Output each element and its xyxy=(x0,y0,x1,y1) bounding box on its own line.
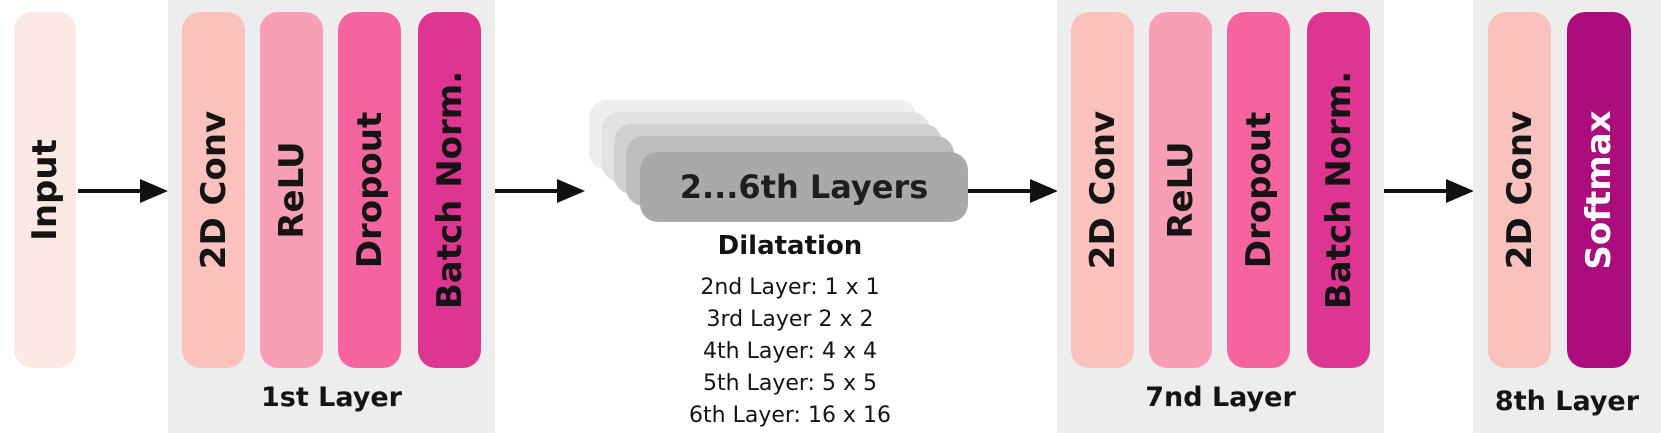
arrow-input-to-layer1 xyxy=(78,179,168,203)
layer1-conv-label: 2D Conv xyxy=(193,110,234,270)
layer7-relu-label: ReLU xyxy=(1160,141,1201,239)
middle-layers-title: 2...6th Layers xyxy=(679,168,929,206)
dilatation-line: 3rd Layer 2 x 2 xyxy=(706,307,874,332)
layer1-dropout-label: Dropout xyxy=(349,111,390,269)
layer1-batchnorm-block: Batch Norm. xyxy=(418,12,481,368)
layer7-conv-block: 2D Conv xyxy=(1071,12,1134,368)
layer1-batchnorm-label: Batch Norm. xyxy=(429,70,470,310)
layer8-softmax-block: Softmax xyxy=(1567,12,1631,368)
arrow-layer7-to-layer8 xyxy=(1384,179,1474,203)
middle-layers-block: 2...6th Layers xyxy=(640,152,968,222)
layer8-conv-label: 2D Conv xyxy=(1499,110,1540,270)
layer1-dropout-block: Dropout xyxy=(338,12,401,368)
layer8-softmax-label: Softmax xyxy=(1579,110,1619,270)
layer7-dropout-label: Dropout xyxy=(1238,111,1279,269)
layer1-conv-block: 2D Conv xyxy=(182,12,245,368)
layer7-dropout-block: Dropout xyxy=(1227,12,1290,368)
layer1-label: 1st Layer xyxy=(261,382,402,413)
arrow-layer1-to-middle xyxy=(495,179,585,203)
layer8-label: 8th Layer xyxy=(1494,386,1640,417)
dilatation-line: 2nd Layer: 1 x 1 xyxy=(700,275,880,300)
layer1-relu-block: ReLU xyxy=(260,12,323,368)
arrow-middle-to-layer7 xyxy=(968,179,1058,203)
layer7-label: 7nd Layer xyxy=(1145,382,1296,413)
layer8-conv-block: 2D Conv xyxy=(1488,12,1551,368)
layer1-relu-label: ReLU xyxy=(271,141,312,239)
layer7-conv-label: 2D Conv xyxy=(1082,110,1123,270)
dilatation-title: Dilatation xyxy=(717,231,863,261)
layer7-batchnorm-label: Batch Norm. xyxy=(1318,70,1359,310)
layer7-batchnorm-block: Batch Norm. xyxy=(1307,12,1370,368)
dilatation-line: 5th Layer: 5 x 5 xyxy=(703,371,877,396)
dilatation-line: 4th Layer: 4 x 4 xyxy=(703,339,877,364)
input-label: Input xyxy=(25,139,65,241)
input-block: Input xyxy=(14,12,76,368)
dilatation-line: 6th Layer: 16 x 16 xyxy=(689,403,891,428)
layer7-relu-block: ReLU xyxy=(1149,12,1212,368)
